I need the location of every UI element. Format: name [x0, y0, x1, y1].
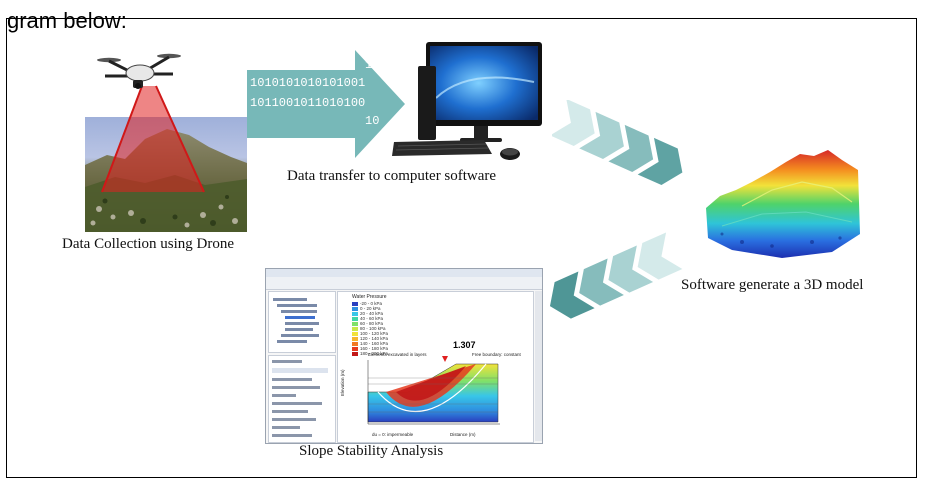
legend-swatch	[352, 351, 358, 356]
x-axis-label: Distance (m)	[450, 432, 476, 437]
legend-swatch	[352, 331, 358, 336]
caption-data-transfer: Data transfer to computer software	[287, 168, 497, 184]
software-toolbar	[266, 277, 542, 290]
legend-swatch	[352, 341, 358, 346]
plot-title-label: Elements excavated in layers	[368, 352, 427, 357]
legend-swatch	[352, 326, 358, 331]
legend-label: 20 - 40 kPa	[360, 311, 384, 316]
software-scrollbar	[535, 291, 542, 441]
legend-label: 80 - 100 kPa	[360, 326, 386, 331]
legend-swatch	[352, 336, 358, 341]
y-axis-label: Elevation (m)	[340, 369, 345, 396]
legend-label: 180 - 200 kPa	[360, 351, 389, 356]
binary-line-1: 10	[365, 58, 379, 72]
drone-icon	[97, 53, 181, 89]
software-model-tree	[268, 291, 336, 353]
chevron-arrow-right	[552, 100, 683, 186]
binary-data-arrow: 10 1010101010101001 1011001011010100 10	[247, 50, 405, 158]
factor-of-safety-value: 1.307	[453, 340, 476, 350]
binary-line-4: 10	[365, 114, 379, 128]
legend-item: 120 - 140 kPa	[352, 336, 388, 341]
legend-label: 160 - 180 kPa	[360, 346, 389, 351]
legend-item: 140 - 160 kPa	[352, 341, 388, 346]
software-properties-panel	[268, 355, 336, 443]
legend-label: 40 - 60 kPa	[360, 316, 384, 321]
legend-item: 160 - 180 kPa	[352, 346, 388, 351]
caption-3d-model: Software generate a 3D model	[681, 277, 864, 293]
legend-label: 60 - 80 kPa	[360, 321, 384, 326]
legend-label: 140 - 160 kPa	[360, 341, 389, 346]
legend-swatch	[352, 306, 358, 311]
legend-swatch	[352, 301, 358, 306]
legend-label: 120 - 140 kPa	[360, 336, 389, 341]
binary-line-3: 1011001011010100	[250, 96, 365, 110]
legend-item: -20 - 0 kPa	[352, 301, 382, 306]
legend-label: -20 - 0 kPa	[360, 301, 383, 306]
software-title-bar	[266, 269, 542, 277]
chevron-arrow-left	[549, 232, 683, 319]
legend-item: 100 - 120 kPa	[352, 331, 388, 336]
caption-data-collection: Data Collection using Drone	[62, 236, 235, 252]
legend-swatch	[352, 321, 358, 326]
legend-item: 0 - 20 kPa	[352, 306, 381, 311]
boundary-label: Free boundary: constant	[472, 352, 521, 357]
bottom-boundary-label: du = 0: impermeable	[372, 432, 414, 437]
legend-item: 60 - 80 kPa	[352, 321, 383, 326]
legend-label: 100 - 120 kPa	[360, 331, 389, 336]
legend-swatch	[352, 316, 358, 321]
legend-label: 0 - 20 kPa	[360, 306, 381, 311]
desktop-computer-icon	[392, 42, 542, 160]
legend-title: Water Pressure	[352, 294, 387, 300]
caption-slope-stability: Slope Stability Analysis	[299, 443, 444, 459]
legend-item: 80 - 100 kPa	[352, 326, 386, 331]
header-text-fragment: gram below:	[7, 8, 127, 33]
binary-line-2: 1010101010101001	[250, 76, 365, 90]
legend-swatch	[352, 346, 358, 351]
legend-item: 180 - 200 kPa	[352, 351, 388, 356]
drone-scan-beam	[101, 85, 205, 193]
legend-item: 20 - 40 kPa	[352, 311, 383, 316]
terrain-3d-model	[702, 142, 862, 260]
legend-item: 40 - 60 kPa	[352, 316, 383, 321]
legend-swatch	[352, 311, 358, 316]
